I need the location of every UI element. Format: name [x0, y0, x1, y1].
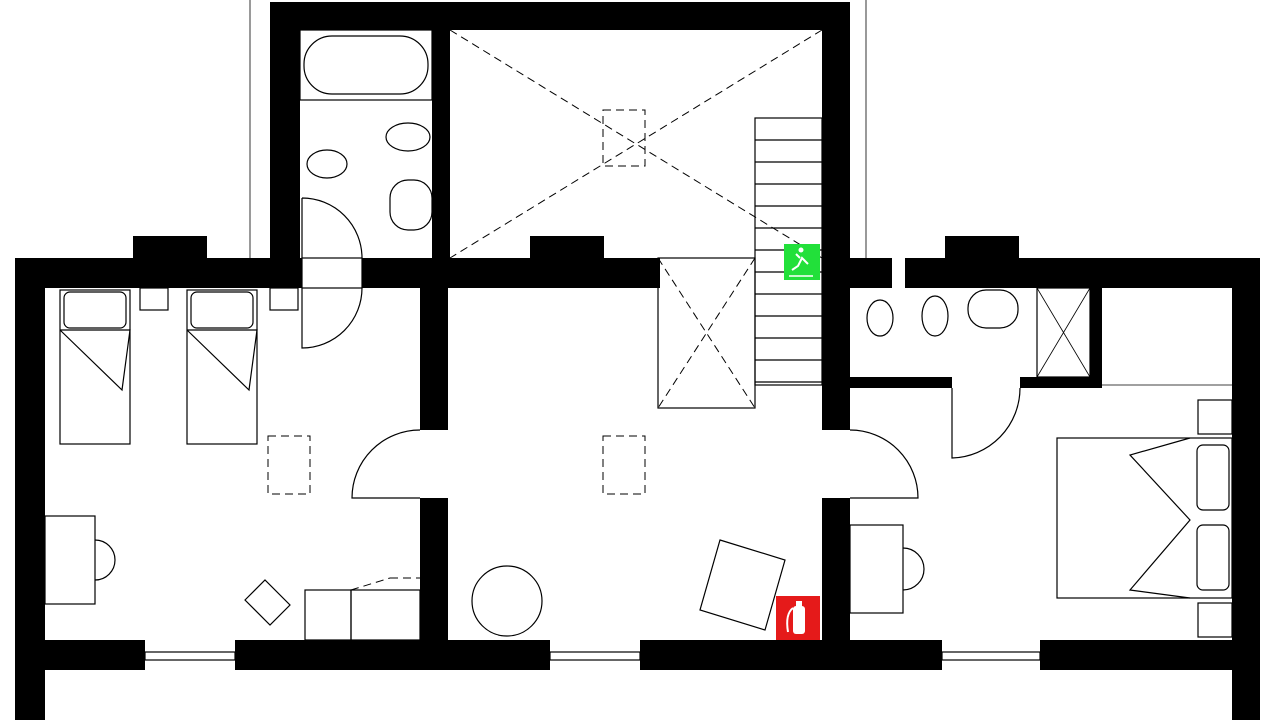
single-bed — [186, 289, 258, 445]
armchair — [699, 539, 786, 631]
sink — [389, 179, 433, 231]
double-bed — [1056, 437, 1233, 599]
round-table — [471, 565, 543, 637]
bathroom-fixtures — [299, 29, 1091, 378]
site-lines — [249, 0, 867, 258]
shower — [1036, 287, 1091, 378]
bidet — [921, 295, 949, 337]
single-bed — [59, 289, 131, 445]
stair-void — [267, 29, 823, 495]
desk — [849, 524, 904, 614]
fire-extinguisher-icon — [776, 596, 820, 640]
walls — [15, 2, 1260, 720]
toilet — [306, 149, 348, 179]
bathtub — [299, 29, 433, 101]
desk — [44, 515, 96, 605]
toilet — [866, 299, 894, 337]
bidet — [385, 122, 431, 152]
sink — [967, 289, 1019, 329]
emergency-exit-icon — [784, 244, 820, 280]
windows — [144, 257, 1041, 661]
furniture — [44, 287, 1233, 641]
doors — [301, 197, 1021, 499]
